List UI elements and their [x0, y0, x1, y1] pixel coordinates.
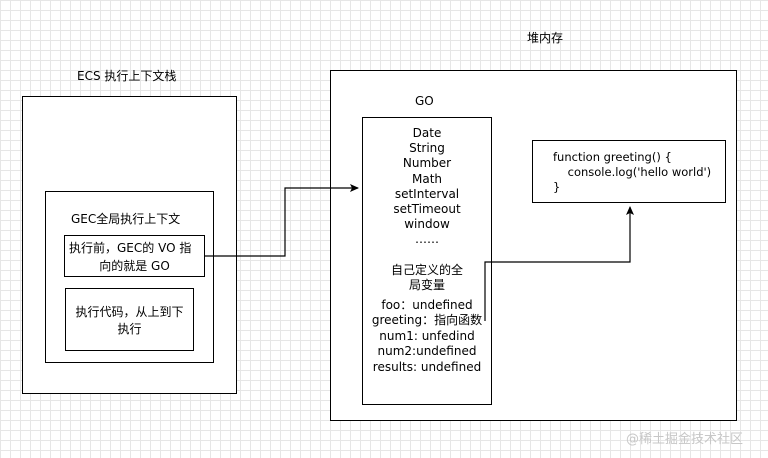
variable-item: num1: unfedind [379, 328, 475, 343]
builtin-item: Date [412, 126, 442, 140]
builtin-item: String [409, 141, 445, 156]
exec-code-line-2: 执行 [117, 322, 142, 336]
go-object-box: Date String Number Math setInterval setT… [362, 117, 492, 405]
variable-item: foo：undefined [381, 298, 473, 312]
variable-item: num2:undefined [377, 344, 477, 359]
custom-heading-line: 自己定义的全 [390, 263, 463, 277]
builtins-list: Date String Number Math setInterval setT… [363, 126, 491, 248]
exec-code-box: 执行代码，从上到下 执行 [65, 288, 194, 351]
function-code-line: console.log('hello world') [553, 165, 712, 179]
function-code: function greeting() { console.log('hello… [553, 150, 711, 195]
function-code-line: function greeting() { [553, 150, 672, 164]
vo-to-go-arrow [205, 184, 359, 257]
heap-title: 堆内存 [527, 31, 564, 45]
variable-item: results: undefined [372, 359, 482, 374]
before-exec-line-2: 向的就是 GO [99, 259, 170, 273]
custom-heading-line: 局变量 [408, 278, 445, 293]
builtin-item: setTimeout [393, 202, 461, 217]
builtin-item: Number [402, 156, 452, 171]
greeting-to-function-arrow [484, 206, 634, 321]
gec-title: GEC全局执行上下文 [71, 212, 181, 226]
watermark: @稀土掘金技术社区 [626, 432, 744, 447]
variable-item: greeting：指向函数 [371, 313, 483, 328]
go-title: GO [415, 94, 434, 108]
custom-globals-heading: 自己定义的全 局变量 [363, 263, 491, 293]
function-object-box: function greeting() { console.log('hello… [532, 140, 726, 203]
builtin-item: setInterval [394, 186, 460, 201]
exec-code-line-1: 执行代码，从上到下 [75, 305, 184, 319]
variables-list: foo：undefined greeting：指向函数 num1: unfedi… [363, 298, 491, 375]
builtin-item: …… [415, 232, 439, 247]
builtin-item: window [404, 217, 450, 232]
builtin-item: Math [411, 171, 443, 186]
before-exec-line-1: 执行前，GEC的 VO 指 [69, 241, 192, 255]
ecs-title: ECS 执行上下文栈 [77, 69, 177, 83]
function-code-line: } [553, 180, 561, 194]
before-exec-box: 执行前，GEC的 VO 指 向的就是 GO [64, 235, 205, 277]
